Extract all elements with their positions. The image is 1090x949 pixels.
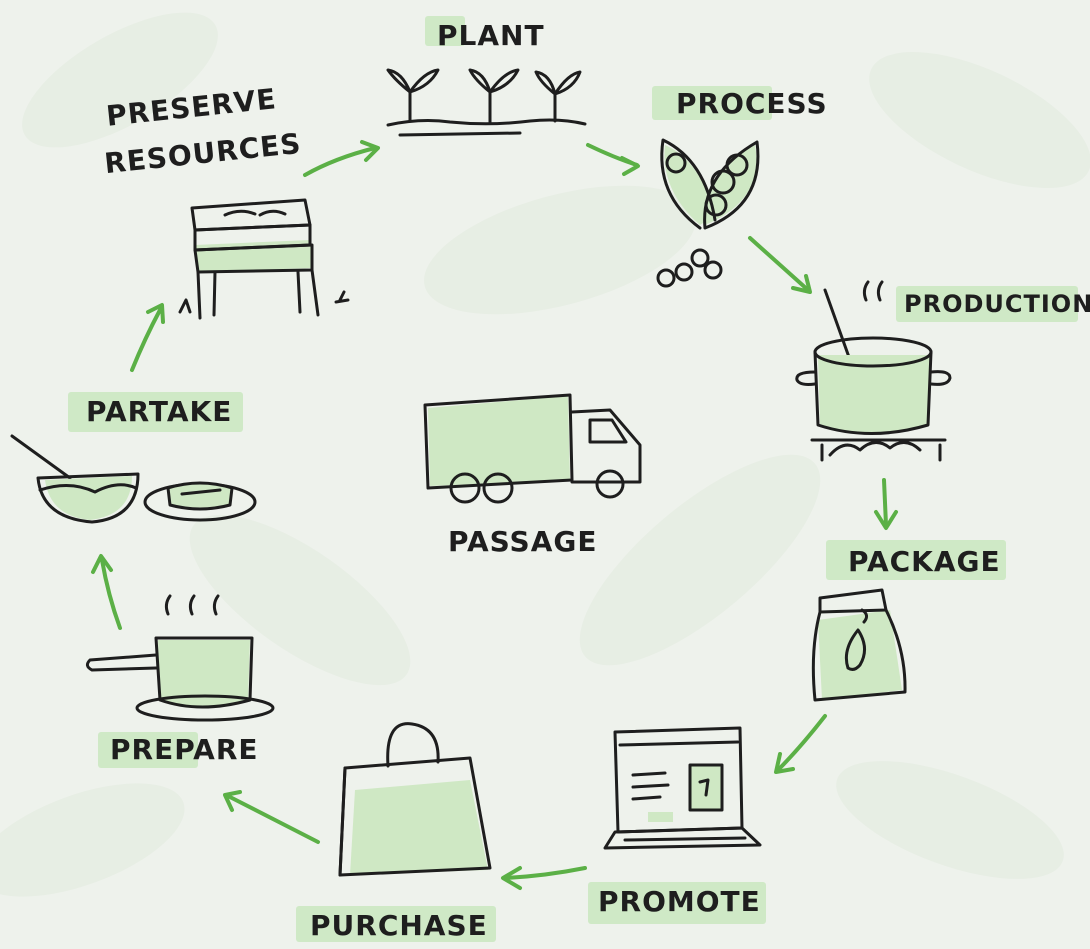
shopping-bag-icon xyxy=(338,722,492,877)
bag-icon xyxy=(811,588,907,702)
arrow-promote-to-purchase xyxy=(503,866,587,880)
arrow-purchase-to-prepare xyxy=(226,794,320,844)
sprouts-icon xyxy=(386,68,587,137)
pan-icon xyxy=(85,594,275,722)
production-label: PRODUCTION xyxy=(896,286,1090,322)
pea-pod-icon xyxy=(656,138,760,288)
purchase-label: PURCHASE xyxy=(296,906,496,942)
arrow-partake-to-preserve xyxy=(130,308,162,372)
promote-label: PROMOTE xyxy=(588,882,766,924)
background-leaves xyxy=(0,0,1090,920)
compost-bin-icon xyxy=(178,198,350,320)
prepare-label: PREPARE xyxy=(98,732,259,768)
cooking-pot-icon xyxy=(795,280,952,462)
arrow-process-to-production xyxy=(748,236,810,292)
passage-label: PASSAGE xyxy=(448,525,598,558)
plant-label: PLANT xyxy=(425,16,545,50)
arrow-preserve-to-plant xyxy=(303,146,377,177)
arrow-production-to-package xyxy=(882,478,888,527)
process-label: PROCESS xyxy=(652,86,828,120)
cycle-arrows xyxy=(91,140,898,890)
package-label: PACKAGE xyxy=(826,540,1006,580)
laptop-icon xyxy=(603,726,762,850)
arrow-package-to-promote xyxy=(776,714,827,772)
bowl-plate-icon xyxy=(10,434,257,524)
truck-icon xyxy=(423,393,642,504)
arrow-prepare-to-partake xyxy=(100,558,122,630)
partake-label: PARTAKE xyxy=(68,392,243,432)
